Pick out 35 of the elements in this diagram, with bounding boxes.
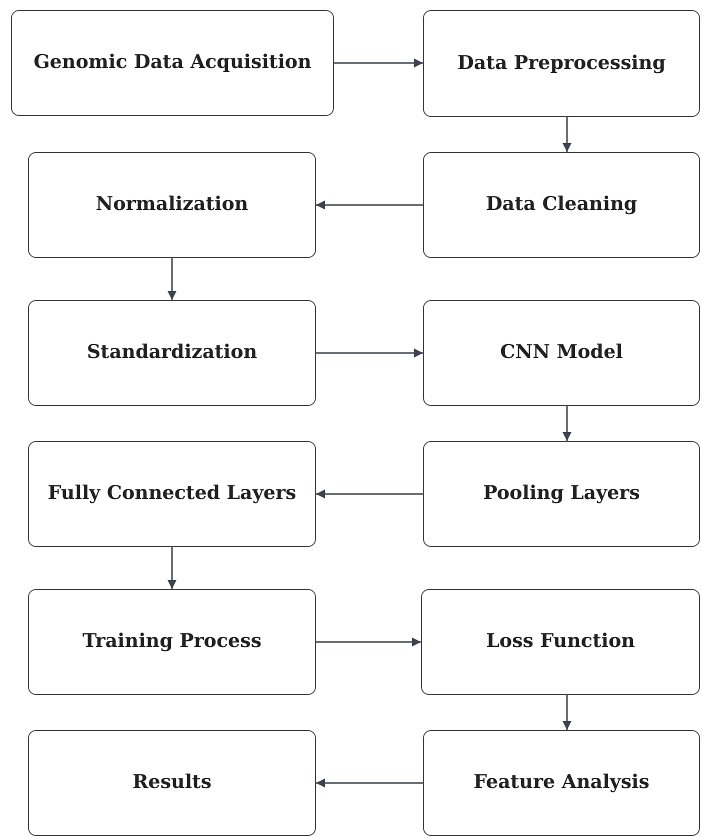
process-box	[11, 10, 334, 116]
box-label: CNN Model	[500, 341, 623, 365]
box-label: Pooling Layers	[483, 482, 640, 506]
process-box	[28, 300, 316, 406]
arrow	[168, 547, 176, 589]
box-label: Feature Analysis	[474, 771, 650, 795]
process-box	[423, 10, 700, 117]
process-box	[421, 589, 700, 695]
arrow	[316, 638, 421, 646]
arrow	[334, 58, 423, 68]
process-box	[423, 730, 700, 836]
box-label: Results	[132, 771, 212, 795]
box-label: Standardization	[86, 341, 258, 365]
box-label: Normalization	[96, 193, 248, 217]
arrow	[316, 490, 423, 498]
process-box	[423, 152, 700, 258]
box-label: Loss Function	[486, 630, 635, 654]
box-label: Genomic Data Acquisition	[34, 51, 312, 75]
arrow	[316, 348, 423, 358]
box-label: Data Preprocessing	[457, 52, 666, 76]
box-label: Fully Connected Layers	[48, 482, 296, 506]
box-label: Data Cleaning	[486, 193, 638, 217]
box-label: Training Process	[82, 630, 262, 654]
process-box	[28, 441, 316, 547]
arrow	[562, 406, 572, 441]
process-box	[423, 441, 700, 547]
process-box	[28, 152, 316, 258]
process-box	[28, 589, 316, 695]
arrow	[168, 258, 176, 300]
arrow	[316, 778, 423, 788]
arrow	[562, 117, 572, 152]
arrow	[562, 695, 572, 730]
process-box	[423, 300, 700, 406]
process-box	[28, 730, 316, 836]
arrow	[316, 200, 423, 210]
